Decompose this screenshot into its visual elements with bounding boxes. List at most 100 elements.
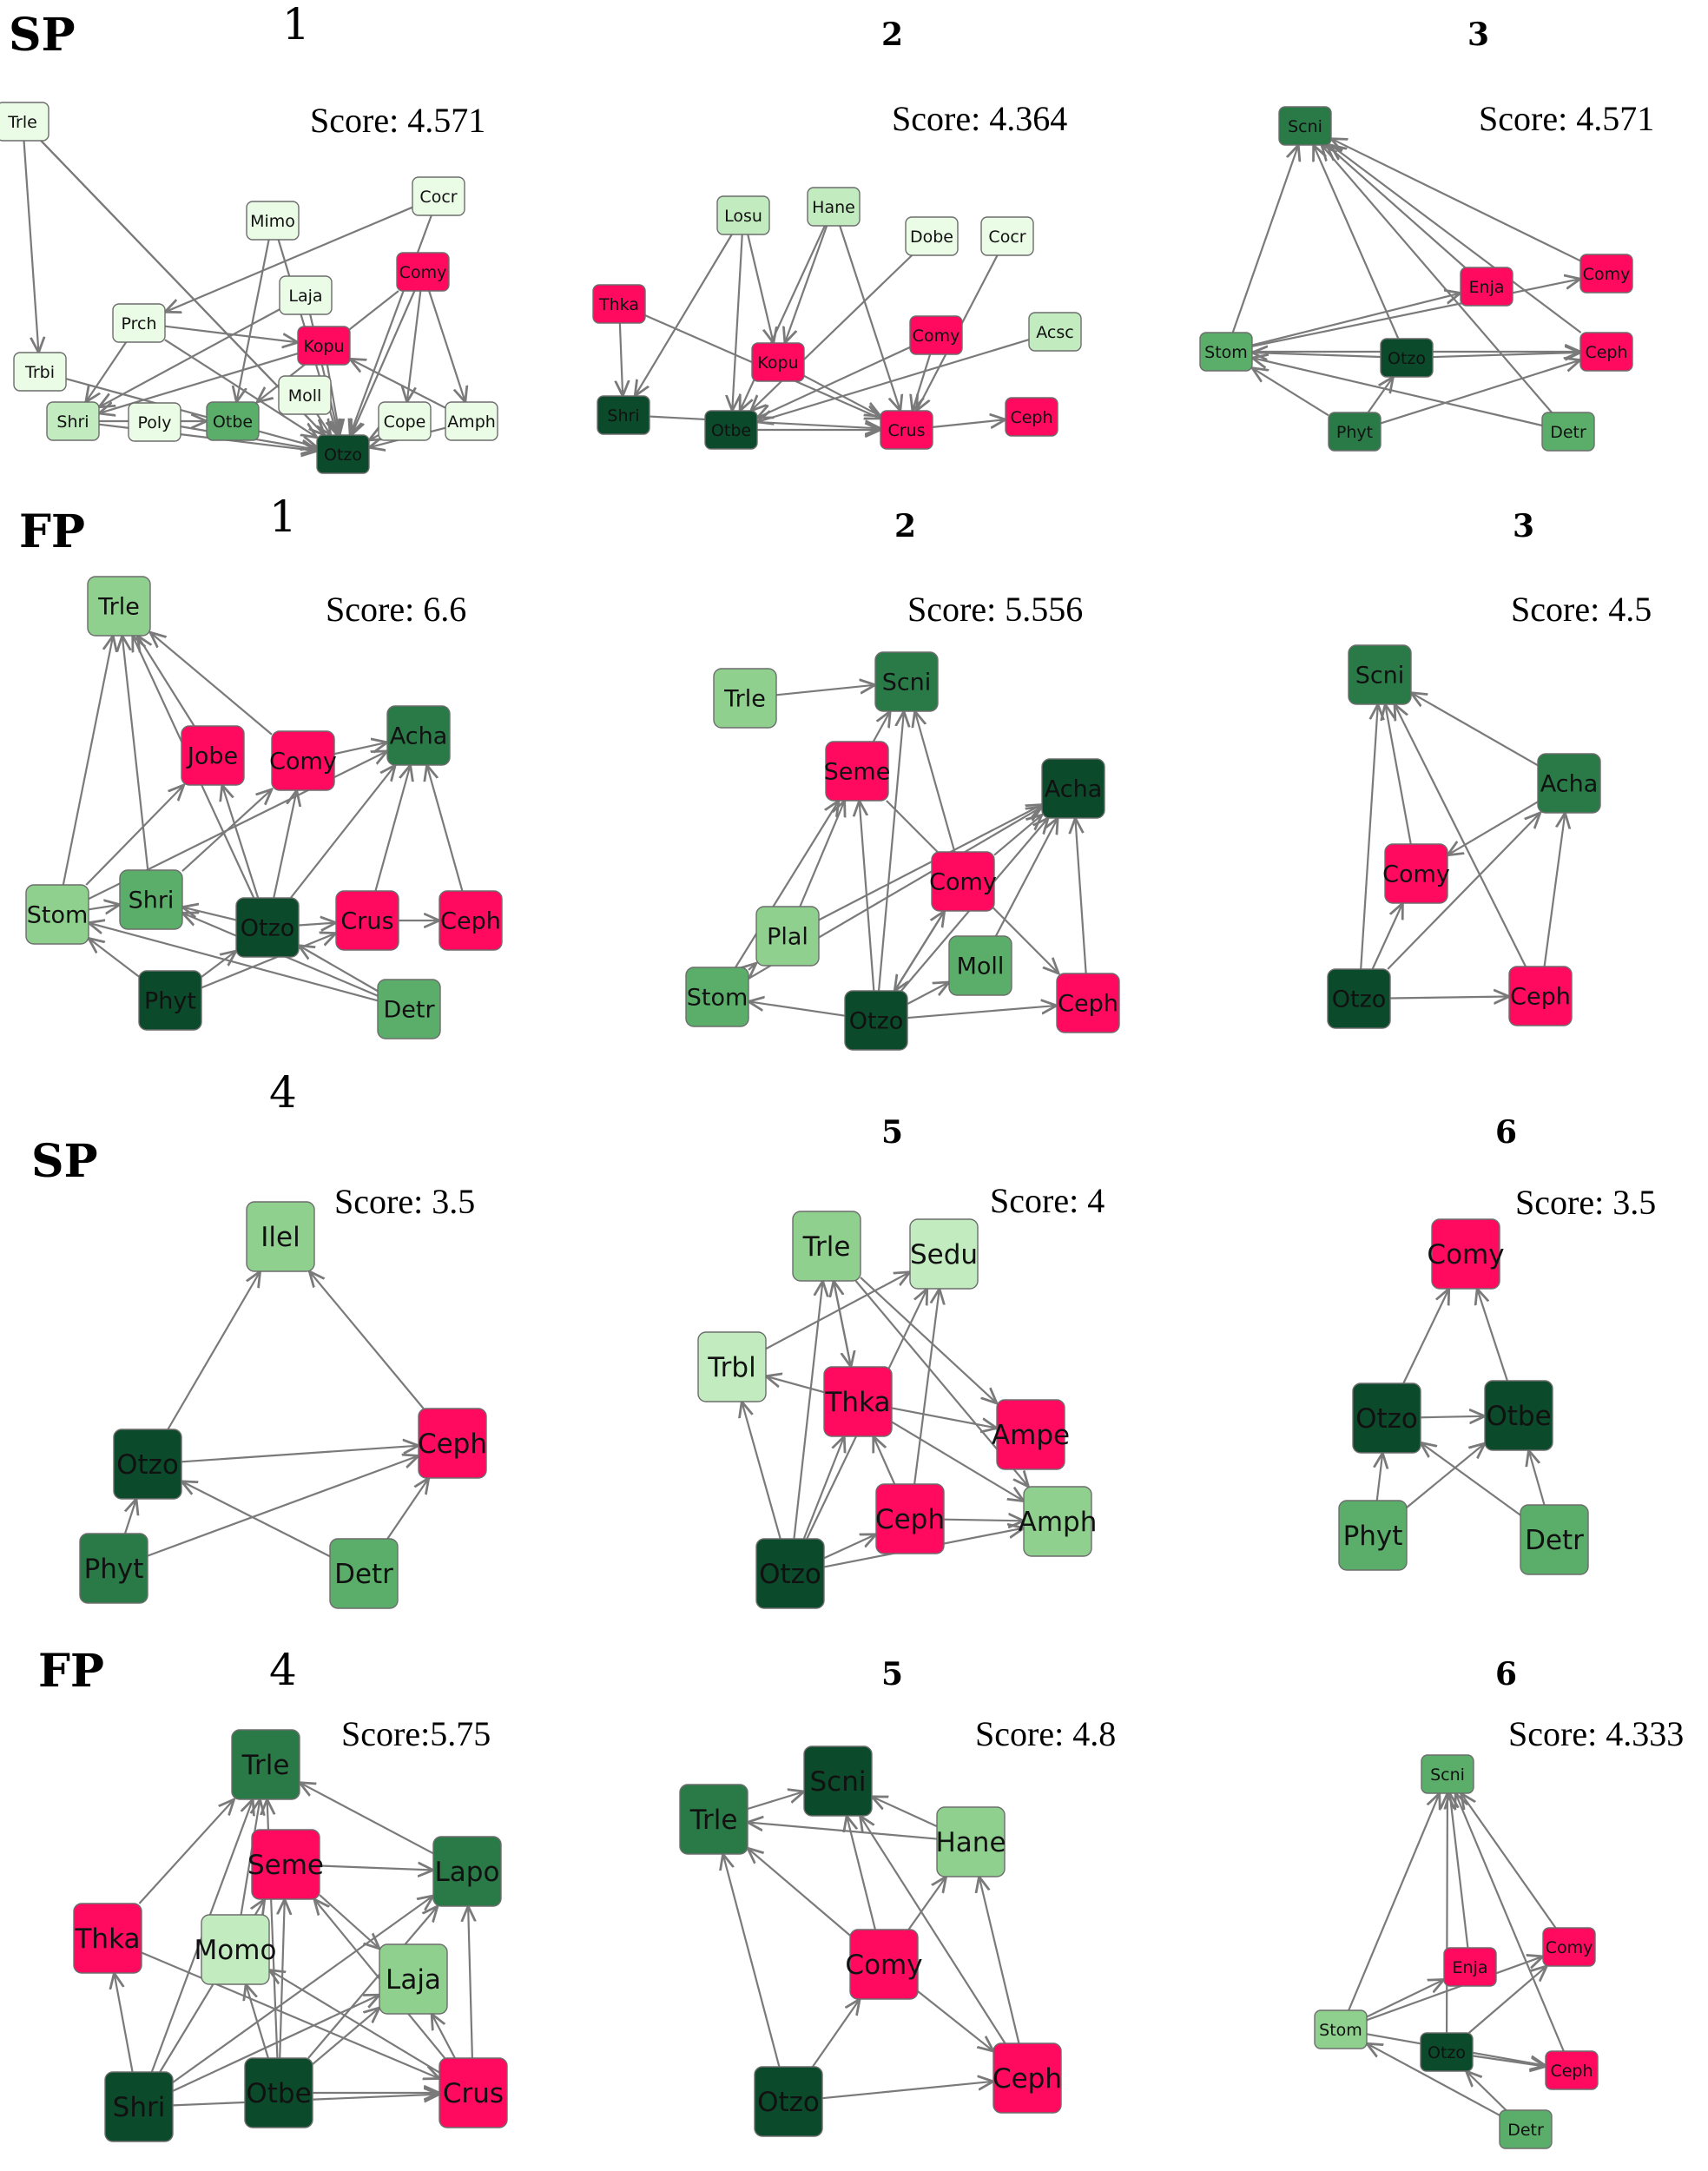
species-node-box [754,2066,823,2137]
species-node-label: Ceph [440,908,501,935]
interaction-edge [891,1407,997,1428]
species-node-box [751,342,805,382]
species-node-label: Plal [767,924,808,951]
species-node-box [138,970,202,1031]
species-node-box [1005,397,1058,437]
interaction-edge [1231,145,1299,333]
interaction-edge [125,1499,136,1534]
interaction-edge [1543,813,1566,967]
species-node: Otzo [1327,968,1391,1029]
interaction-edge [747,1792,804,1811]
species-node-label: Ampe [992,1420,1070,1451]
species-node: Momo [195,1914,277,1985]
interaction-edge [289,765,395,899]
species-node: Prch [112,303,166,343]
species-node: Ceph [1508,966,1573,1026]
species-node-box [112,303,166,343]
interaction-edge [1327,145,1466,268]
species-node-label: Sedu [910,1239,978,1270]
interaction-edge [823,1534,876,1560]
species-node: Otzo [316,434,370,474]
species-node-label: Detr [383,997,435,1024]
species-node-label: Prch [121,314,156,333]
edge-group [742,1272,1028,1568]
species-node-box [1541,412,1595,452]
species-node: Phyt [1328,412,1382,452]
interaction-edge [649,415,880,429]
species-node-label: Ilel [260,1222,300,1253]
species-node: Otzo [755,1538,825,1609]
species-node: Mimo [246,201,300,241]
species-node: Trbl [697,1331,767,1402]
species-node-box [316,434,370,474]
interaction-edge [821,2082,993,2100]
species-node-box [1384,843,1448,904]
species-node: Thka [73,1903,142,1974]
interaction-edge [312,2008,379,2065]
interaction-edge [181,1446,419,1463]
species-node: Otzo [844,990,908,1051]
species-node-box [875,1483,945,1554]
species-node: Crus [880,410,933,450]
species-node: Comy [1542,1927,1596,1967]
interaction-edge [891,1421,1024,1501]
species-node-label: Comy [399,263,447,282]
interaction-edge [65,378,317,447]
interaction-edge [793,1281,822,1540]
species-node-label: Seme [247,1850,324,1881]
interaction-edge [1387,813,1540,970]
species-node-box [713,668,777,729]
species-node: Trle [792,1211,861,1282]
species-node-box [1579,332,1633,372]
motif-score: Score: 3.5 [334,1182,475,1221]
species-node: Losu [716,195,770,235]
species-node-label: Trle [689,1805,738,1836]
species-node: Amph [1019,1486,1097,1557]
species-node-box [119,869,183,930]
interaction-edge [246,1984,269,2059]
species-node: Comy [1579,254,1633,294]
panel-number: 5 [881,1656,903,1693]
species-node: Amph [445,401,498,441]
interaction-edge [300,1783,434,1855]
interaction-edge [273,790,296,899]
panel-number: 3 [1513,508,1534,544]
species-node: Cocr [412,176,465,216]
species-node-box [432,1836,502,1907]
species-node: Shri [119,869,183,930]
panel-number: 1 [282,0,310,49]
species-node: Phyt [138,970,202,1031]
interaction-edge [99,308,280,407]
row-label: FP [19,505,85,558]
species-node-box [1328,412,1382,452]
interaction-edge [1348,1793,1440,2011]
interaction-edge [847,1816,877,1930]
species-node-box [849,1929,919,2000]
motif-score: Score: 4.364 [892,99,1067,138]
species-node-box [251,1829,320,1900]
interaction-edge [333,742,387,756]
species-node-label: Amph [447,412,496,432]
species-node-label: Comy [929,869,997,896]
species-node-box [685,967,749,1027]
species-node: Dobe [905,216,959,256]
species-node-label: Otzo [757,2087,820,2118]
interaction-edge [137,636,195,727]
interaction-edge [88,905,120,910]
species-node: Comy [396,252,450,292]
species-node-box [396,252,450,292]
species-node-label: Momo [195,1935,277,1966]
species-node: Otzo [1380,338,1434,378]
species-node-box [1542,1927,1596,1967]
species-node-label: Acha [1540,771,1599,798]
panel-number: 4 [269,1067,297,1118]
interaction-edge [350,359,446,409]
species-node: Scni [1348,644,1412,705]
species-node-label: Otbe [1486,1401,1551,1432]
interaction-edge [141,1951,439,2078]
species-node: Phyt [1338,1500,1408,1571]
species-node-label: Detr [1550,423,1586,442]
species-node-box [1421,1754,1474,1794]
